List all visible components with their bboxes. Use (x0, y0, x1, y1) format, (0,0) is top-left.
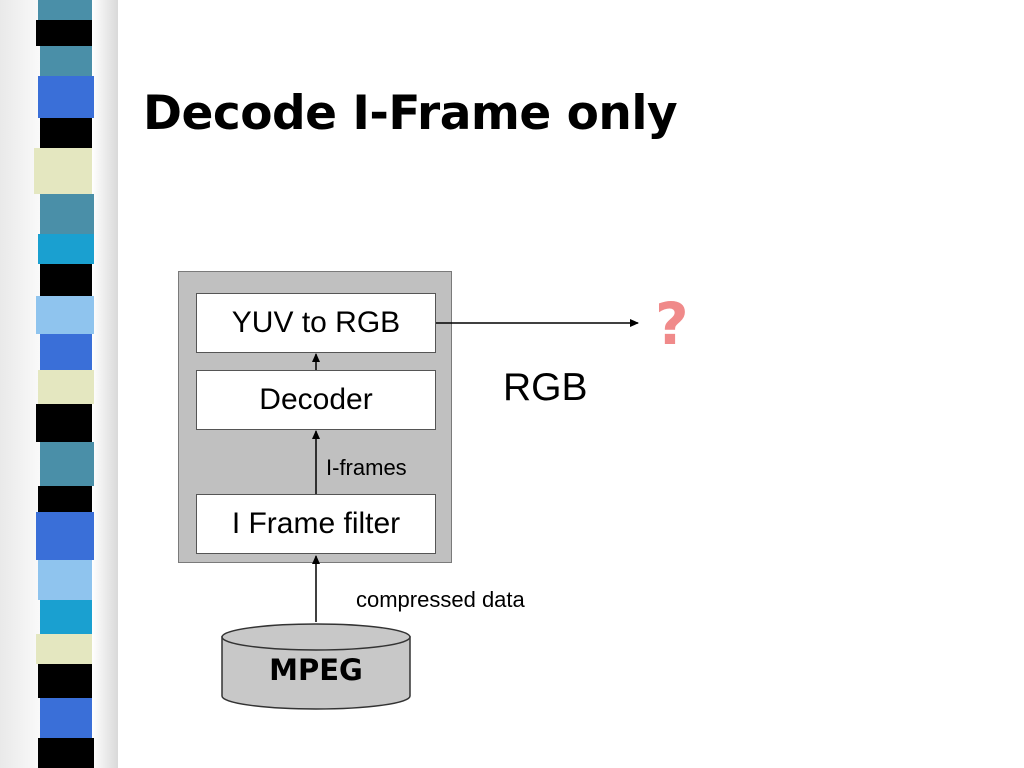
strip-band (40, 46, 92, 76)
strip-band (38, 664, 92, 698)
unknown-output-marker: ? (655, 290, 689, 358)
strip-band (36, 20, 92, 46)
strip-band (40, 334, 92, 370)
i-frames-label: I-frames (326, 455, 407, 480)
yuv-to-rgb-block: YUV to RGB (196, 293, 436, 353)
strip-band (38, 560, 92, 600)
strip-band (38, 370, 94, 404)
strip-band (38, 0, 92, 20)
strip-band (40, 600, 92, 634)
rgb-label: RGB (503, 366, 588, 409)
strip-band (36, 296, 94, 334)
strip-band (40, 264, 92, 296)
mpeg-database-icon (221, 623, 411, 710)
strip-band (36, 404, 92, 442)
strip-band (38, 76, 94, 118)
strip-band (40, 698, 92, 738)
strip-band (40, 118, 92, 148)
decorative-side-strip (0, 0, 118, 768)
strip-band (38, 738, 94, 768)
decoder-block: Decoder (196, 370, 436, 430)
strip-band (38, 486, 92, 512)
strip-band (38, 234, 94, 264)
compressed-data-label: compressed data (356, 587, 525, 612)
slide-title: Decode I-Frame only (143, 86, 678, 141)
mpeg-label: MPEG (269, 653, 363, 687)
i-frame-filter-block: I Frame filter (196, 494, 436, 554)
strip-band (36, 634, 92, 664)
strip-band (34, 148, 92, 194)
strip-band (40, 442, 94, 486)
strip-band (40, 194, 94, 234)
strip-band (36, 512, 94, 560)
